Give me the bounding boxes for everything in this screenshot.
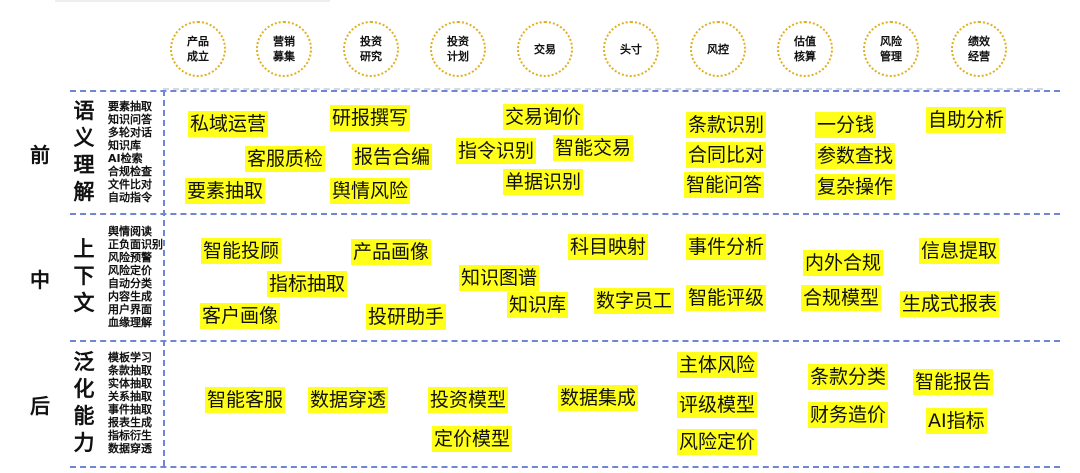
capability-item: 模板学习 xyxy=(108,351,152,364)
process-circle: 绩效 经营 xyxy=(951,21,1007,77)
capability-item: 正负面识别 xyxy=(108,237,163,251)
scenario-tag: 私域运营 xyxy=(188,111,269,137)
scenario-tag: 智能问答 xyxy=(684,172,765,198)
scenario-tag: 研报撰写 xyxy=(330,105,411,131)
scenario-tag: 合同比对 xyxy=(686,142,767,168)
capability-item: 指标衍生 xyxy=(108,429,152,442)
process-circle: 估值 核算 xyxy=(777,21,833,77)
capability-item: 知识库 xyxy=(108,138,141,152)
scenario-tag: 数据集成 xyxy=(558,385,639,411)
scenario-tag: 数据穿透 xyxy=(308,387,389,413)
capability-list: 模板学习条款抽取实体抽取关系抽取事件抽取报表生成指标衍生数据穿透 xyxy=(108,351,168,455)
stage-label: 中 xyxy=(30,267,50,292)
scenario-tag: 智能投顾 xyxy=(201,238,282,264)
capability-item: 内容生成 xyxy=(108,289,152,303)
process-circle: 风控 xyxy=(690,21,746,77)
scenario-tag: 自助分析 xyxy=(926,107,1007,133)
scenario-tag: 知识图谱 xyxy=(459,265,540,291)
scenario-tag: 交易询价 xyxy=(503,104,584,130)
scenario-tag: 产品画像 xyxy=(351,239,432,265)
process-circle: 营销 募集 xyxy=(256,21,312,77)
scenario-tag: 智能报告 xyxy=(913,369,994,395)
capability-item: 合规检查 xyxy=(108,164,152,178)
category-label: 上下文 xyxy=(73,237,95,315)
capability-item: 数据穿透 xyxy=(108,442,152,455)
scenario-tag: 一分钱 xyxy=(815,112,877,138)
scenario-tag: 报告合编 xyxy=(352,144,433,170)
capability-item: 条款抽取 xyxy=(108,364,152,377)
scenario-tag: 智能客服 xyxy=(205,387,286,413)
capability-item: 用户界面 xyxy=(108,302,152,316)
process-circle: 投资 计划 xyxy=(430,21,486,77)
category-label: 语义理解 xyxy=(73,98,95,204)
scenario-tag: 智能评级 xyxy=(686,285,767,311)
scenario-tag: 科目映射 xyxy=(568,234,649,260)
scenario-tag: 投资模型 xyxy=(428,387,509,413)
scenario-tag: 投研助手 xyxy=(366,304,447,330)
process-circle: 产品 成立 xyxy=(170,21,226,77)
process-circle: 投资 研究 xyxy=(343,21,399,77)
scenario-tag: 单据识别 xyxy=(503,169,584,195)
capability-item: AI检索 xyxy=(108,151,143,165)
capability-item: 多轮对话 xyxy=(108,125,152,139)
capability-list: 舆情阅读正负面识别风险预警风险定价自动分类内容生成用户界面血缘理解 xyxy=(108,225,168,329)
scenario-tag: 指标抽取 xyxy=(267,271,348,297)
scenario-tag: 评级模型 xyxy=(677,392,758,418)
process-circle: 风险 管理 xyxy=(863,21,919,77)
scenario-tag: 主体风险 xyxy=(677,352,758,378)
divider xyxy=(70,466,1060,468)
scenario-tag: 生成式报表 xyxy=(900,291,1000,317)
scenario-tag: 智能交易 xyxy=(553,135,634,161)
scenario-tag: 事件分析 xyxy=(686,234,767,260)
scenario-tag: AI指标 xyxy=(926,408,987,434)
scenario-tag: 指令识别 xyxy=(456,138,537,164)
category-label: 泛化能力 xyxy=(73,350,95,455)
scenario-tag: 舆情风险 xyxy=(330,178,411,204)
stage-label: 前 xyxy=(30,142,50,167)
capability-item: 舆情阅读 xyxy=(108,224,152,238)
stage-label: 后 xyxy=(30,394,50,418)
capability-item: 报表生成 xyxy=(108,416,152,429)
capability-item: 文件比对 xyxy=(108,177,152,191)
capability-item: 风险定价 xyxy=(108,263,152,277)
scenario-tag: 客户画像 xyxy=(200,303,281,329)
scenario-tag: 条款分类 xyxy=(808,364,889,390)
capability-item: 自动分类 xyxy=(108,276,152,290)
divider xyxy=(163,88,1043,90)
scenario-tag: 风险定价 xyxy=(677,429,758,455)
divider xyxy=(70,90,1060,92)
scenario-tag: 内外合规 xyxy=(803,250,884,276)
capability-item: 关系抽取 xyxy=(108,390,152,403)
top-divider xyxy=(55,0,330,2)
scenario-tag: 财务造价 xyxy=(808,402,889,428)
capability-item: 风险预警 xyxy=(108,250,152,264)
capability-item: 要素抽取 xyxy=(108,99,152,113)
capability-item: 血缘理解 xyxy=(108,315,152,329)
scenario-tag: 要素抽取 xyxy=(185,178,266,204)
capability-item: 自动指令 xyxy=(108,190,152,204)
scenario-tag: 合规模型 xyxy=(801,285,882,311)
scenario-tag: 数字员工 xyxy=(594,288,675,314)
capability-item: 知识问答 xyxy=(108,112,152,126)
divider xyxy=(70,213,1060,215)
process-circle: 头寸 xyxy=(603,21,659,77)
scenario-tag: 定价模型 xyxy=(432,426,513,452)
divider xyxy=(70,340,1060,342)
scenario-tag: 条款识别 xyxy=(686,112,767,138)
capability-item: 事件抽取 xyxy=(108,403,152,416)
scenario-tag: 复杂操作 xyxy=(815,174,896,200)
scenario-tag: 知识库 xyxy=(507,292,569,318)
scenario-tag: 客服质检 xyxy=(245,146,326,172)
scenario-tag: 参数查找 xyxy=(815,143,896,169)
process-circle: 交易 xyxy=(517,21,573,77)
capability-item: 实体抽取 xyxy=(108,377,152,390)
divider xyxy=(163,90,165,466)
scenario-tag: 信息提取 xyxy=(919,238,1000,264)
